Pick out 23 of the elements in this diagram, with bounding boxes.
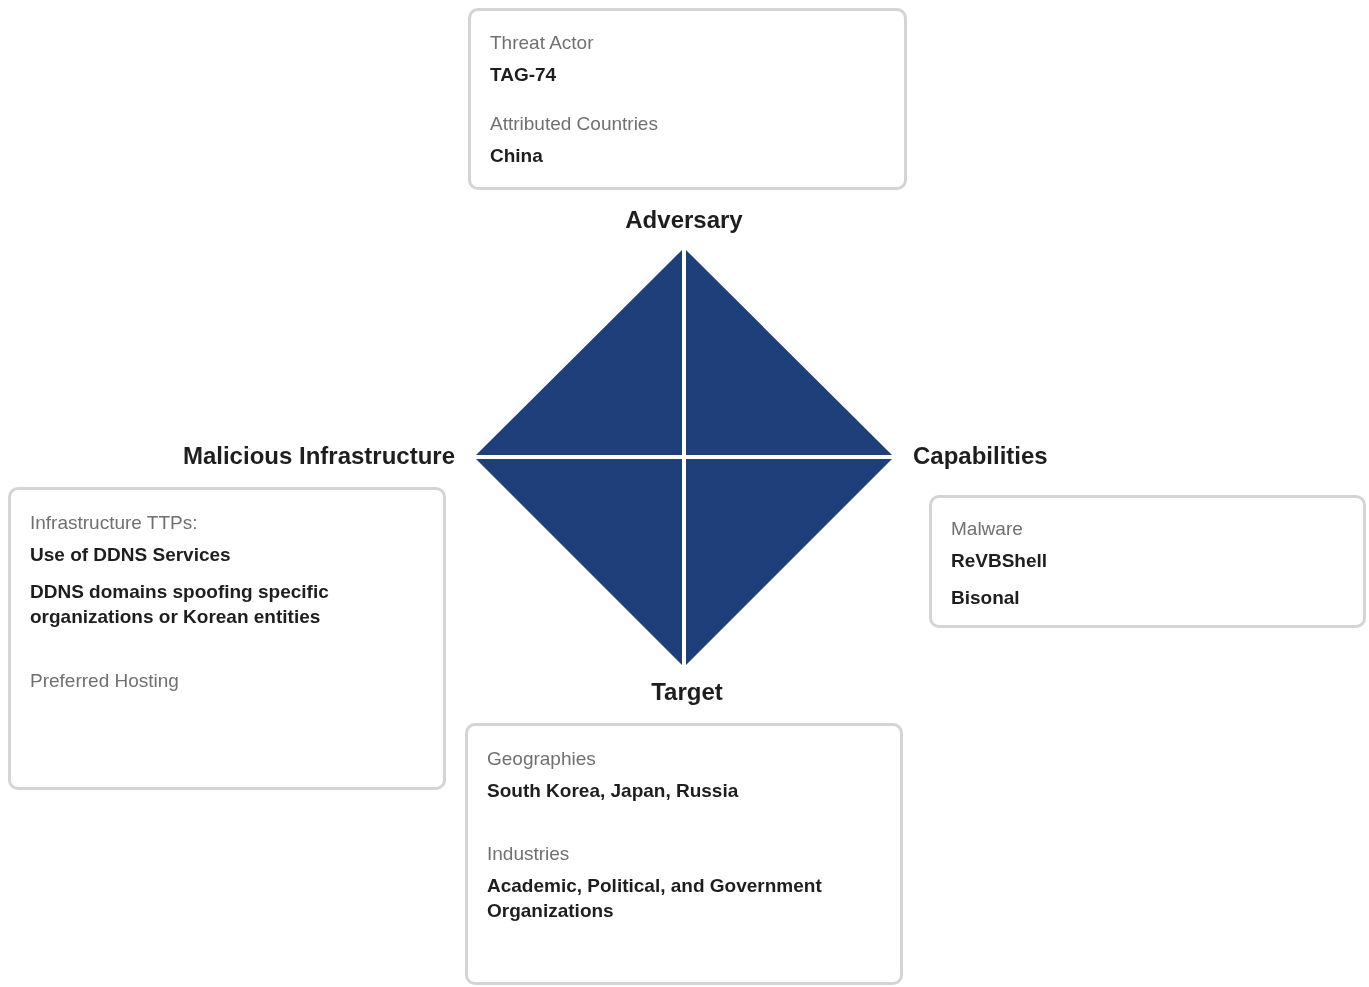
info-card [8,487,446,790]
field-value: ReVBShell [951,549,1049,573]
field-label: Infrastructure TTPs: [30,511,199,535]
info-card [929,495,1366,628]
field-label: Threat Actor [490,31,595,55]
field-label: Geographies [487,747,597,771]
field-value: Bisonal [951,586,1021,610]
vertex-label: Malicious Infrastructure [182,441,455,471]
field-value: Academic, Political, and Government Organizations [487,874,823,923]
field-label: Industries [487,842,571,866]
vertex-label: Adversary [625,205,743,235]
field-value: South Korea, Japan, Russia [487,779,740,803]
vertex-label: Capabilities [913,441,1048,471]
field-value: China [490,144,544,168]
vertex-label: Target [651,677,723,707]
field-value: DDNS domains spoofing specific organizations or Korean entities [30,580,330,629]
field-label: Preferred Hosting [30,669,180,693]
info-card [465,723,903,985]
field-label: Malware [951,517,1024,541]
field-value: Use of DDNS Services [30,543,232,567]
field-value: TAG-74 [490,63,558,87]
info-card [468,8,907,190]
field-label: Attributed Countries [490,112,659,136]
